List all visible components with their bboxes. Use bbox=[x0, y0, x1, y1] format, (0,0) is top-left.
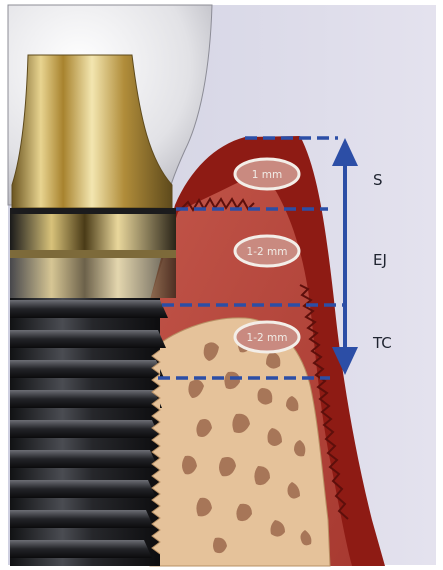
measurement-junctional-epithelium-value: 1-2 mm bbox=[247, 246, 288, 258]
measurement-junctional-epithelium: 1-2 mm bbox=[235, 236, 299, 266]
collar-lower-band bbox=[10, 250, 176, 258]
collar-top-band bbox=[10, 208, 176, 214]
bone-implant-interface bbox=[152, 350, 160, 554]
measurement-sulcus: 1 mm bbox=[235, 159, 299, 189]
measurement-connective-tissue: 1-2 mm bbox=[235, 322, 299, 352]
label-connective-tissue: TC bbox=[372, 334, 392, 352]
implant-collar bbox=[10, 208, 176, 252]
label-junctional-epithelium: EJ bbox=[373, 251, 387, 269]
implant-threads bbox=[10, 300, 168, 558]
collar-platform bbox=[10, 258, 176, 298]
measurement-sulcus-value: 1 mm bbox=[252, 169, 282, 181]
measurement-connective-tissue-value: 1-2 mm bbox=[247, 332, 288, 344]
label-sulcus: S bbox=[373, 171, 383, 189]
